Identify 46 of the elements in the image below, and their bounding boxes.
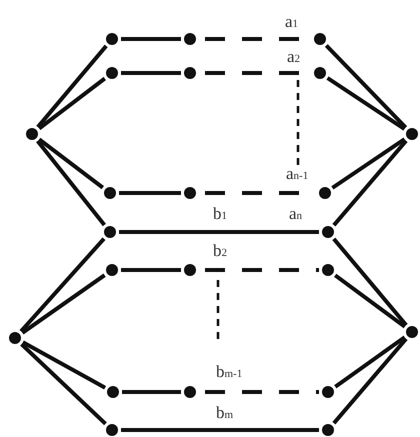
- node-dot: [104, 187, 116, 199]
- node-dot: [106, 264, 118, 276]
- node-dot: [319, 187, 331, 199]
- edge-line: [20, 237, 106, 333]
- edge-line: [38, 76, 106, 130]
- node-dot: [106, 424, 118, 436]
- node-dot: [322, 386, 334, 398]
- edge-line: [334, 274, 406, 328]
- edge-line: [324, 44, 408, 129]
- edge-line: [326, 76, 406, 131]
- edge-line: [36, 140, 106, 226]
- edge-line: [119, 230, 319, 234]
- node-dot: [184, 33, 196, 45]
- edge-line: [21, 274, 106, 334]
- edge-line: [332, 238, 408, 326]
- node-dot: [184, 264, 196, 276]
- node-dot: [322, 264, 334, 276]
- edge-line: [332, 338, 408, 424]
- node-dot: [314, 33, 326, 45]
- edge-line: [36, 44, 108, 128]
- node-dot: [322, 424, 334, 436]
- edge-line: [332, 140, 408, 226]
- edge-line: [121, 268, 181, 272]
- node-dot: [9, 332, 21, 344]
- node-dot: [406, 326, 418, 338]
- edge-line: [331, 137, 406, 190]
- edge-line: [20, 342, 107, 426]
- node-dot: [184, 386, 196, 398]
- node-dot: [184, 67, 196, 79]
- edge-line: [38, 138, 104, 190]
- node-dot: [107, 386, 119, 398]
- node-dot: [322, 226, 334, 238]
- node-dot: [104, 226, 116, 238]
- edge-line: [119, 191, 181, 195]
- node-dot: [26, 128, 38, 140]
- node-dot: [314, 67, 326, 79]
- edge-line: [334, 336, 406, 388]
- node-dot: [106, 67, 118, 79]
- node-dot: [106, 33, 118, 45]
- node-dot: [406, 128, 418, 140]
- node-dot: [184, 187, 196, 199]
- edge-line: [121, 71, 181, 75]
- edge-line: [121, 37, 181, 41]
- edge-line: [22, 340, 106, 390]
- edge-line: [121, 428, 319, 432]
- edge-line: [122, 390, 181, 394]
